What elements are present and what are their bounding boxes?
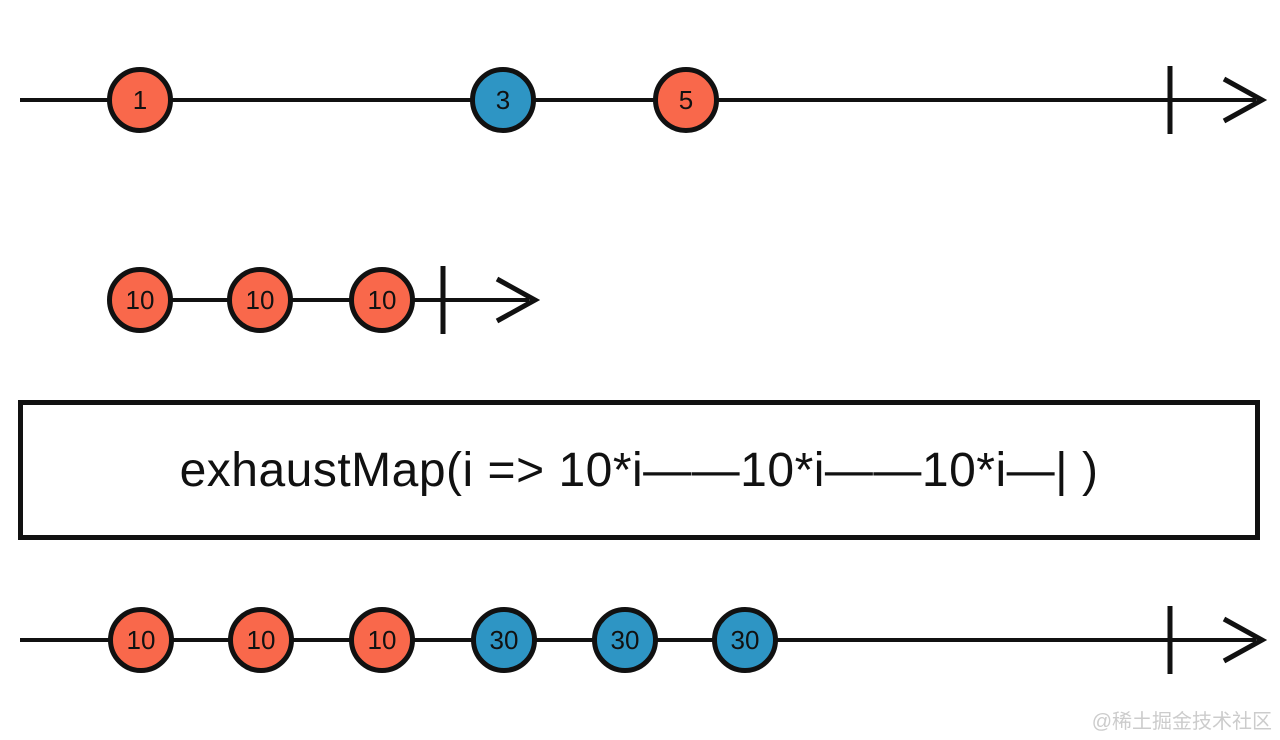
- source-stream-arrowhead-icon: [1222, 76, 1268, 124]
- output-stream-marble-10: 10: [228, 607, 294, 673]
- inner-stream-arrowhead-icon: [495, 276, 541, 324]
- inner-stream-marble-10: 10: [107, 267, 173, 333]
- output-stream-marble-30: 30: [471, 607, 537, 673]
- operator-label: exhaustMap(i => 10*i——10*i——10*i—| ): [179, 443, 1099, 497]
- source-stream-marble-5: 5: [653, 67, 719, 133]
- output-stream-arrowhead-icon: [1222, 616, 1268, 664]
- output-stream-marble-10: 10: [349, 607, 415, 673]
- output-stream-marble-30: 30: [592, 607, 658, 673]
- watermark: @稀土掘金技术社区: [1091, 711, 1272, 733]
- inner-stream-timeline: [112, 266, 541, 334]
- source-stream-marble-1: 1: [107, 67, 173, 133]
- source-stream-timeline: [20, 66, 1268, 134]
- inner-stream-marble-10: 10: [349, 267, 415, 333]
- inner-stream-marble-10: 10: [227, 267, 293, 333]
- source-stream-marble-3: 3: [470, 67, 536, 133]
- output-stream-marble-30: 30: [712, 607, 778, 673]
- operator-box: exhaustMap(i => 10*i——10*i——10*i—| ): [18, 400, 1260, 540]
- output-stream-marble-10: 10: [108, 607, 174, 673]
